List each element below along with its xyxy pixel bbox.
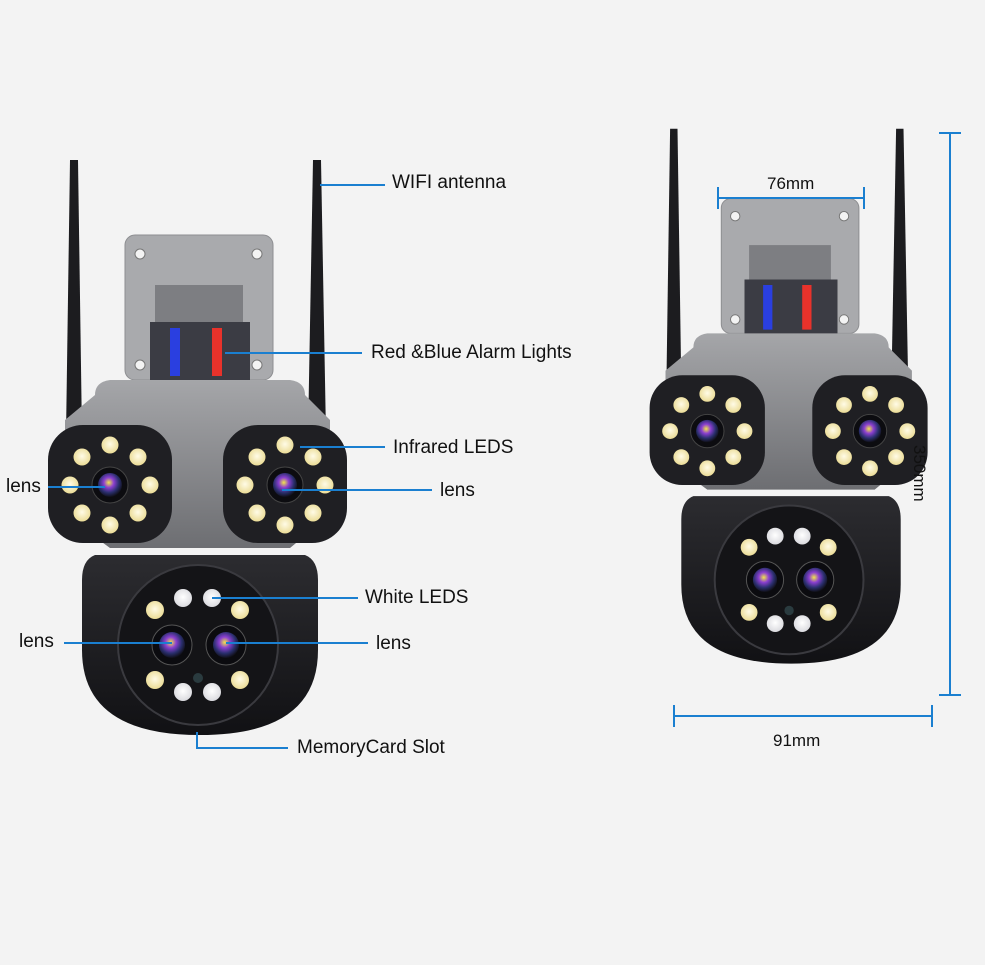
front-white-led-5 [740,604,758,621]
left-lens-pod-infrared-led-3 [736,423,753,439]
left-lens-pod-lens [696,419,719,443]
left-lens-pod-infrared-led-1 [699,386,716,402]
alarm-light-blue [763,285,773,330]
front-white-led-6 [766,615,784,632]
dimension-line-height [939,132,961,696]
front-white-led-1 [740,538,758,556]
right-lens-pod-infrared-led-5 [276,516,294,534]
label-lens-lower-left: lens [19,631,54,652]
mounting-hole-4 [251,359,263,371]
right-camera [649,128,928,664]
mounting-hole-4 [838,314,850,325]
dimension-width-top: 76mm [767,174,815,193]
front-white-led-8 [231,671,249,689]
right-lens-pod-lens [273,473,297,497]
left-lens-pod-infrared-led-2 [129,448,147,466]
left-lens-pod-infrared-led-8 [673,397,690,413]
label-lens-upper-right: lens [440,480,475,501]
label-memory-card-slot: MemoryCard Slot [297,737,445,758]
right-lens-pod-infrared-led-6 [248,504,266,522]
right-lens-pod-infrared-led-8 [248,448,266,466]
label-white-leds: White LEDS [365,587,469,608]
callout-line-memory-card-slot [196,732,288,749]
antenna-right [891,128,909,385]
left-lens-pod-infrared-led-6 [673,449,690,465]
antenna-left [666,128,682,385]
bracket-arm [749,245,831,281]
bracket-arm [155,285,243,323]
mounting-hole-3 [134,359,146,371]
front-white-led-1 [146,601,164,619]
front-white-led-7 [203,683,221,701]
dimension-line-width-bottom [673,705,933,727]
left-lens-pod-infrared-led-5 [101,516,119,534]
right-lens-pod-infrared-led-2 [304,448,322,466]
right-lens-pod-infrared-led-1 [276,436,294,454]
left-camera [48,160,347,735]
front-face [713,504,865,656]
front-white-led-5 [146,671,164,689]
left-lens-pod-infrared-led-2 [725,397,742,413]
right-lens-pod-lens [858,419,882,443]
antenna-left [66,160,82,435]
sensor-dot [784,605,794,616]
alarm-light-red [802,285,812,330]
front-lens-2 [803,567,828,593]
right-lens-pod-infrared-led-8 [836,397,852,413]
front-lens-1 [752,567,778,593]
right-lens-pod-infrared-led-4 [304,504,322,522]
left-lens-pod-infrared-led-7 [662,423,678,439]
label-lens-lower-right: lens [376,633,411,654]
front-white-led-4 [819,538,837,556]
alarm-light-red [212,328,222,376]
dimension-height: 350mm [910,445,929,502]
label-infrared-leds: Infrared LEDS [393,437,514,458]
right-lens-pod-infrared-led-4 [888,449,904,465]
front-white-led-8 [819,604,837,621]
mounting-hole-1 [134,248,146,260]
left-lens-pod-infrared-led-4 [725,449,742,465]
right-lens-pod-infrared-led-3 [899,423,916,439]
front-white-led-2 [766,527,784,545]
label-lens-upper-left: lens [6,476,41,497]
dimension-line-width-top [717,187,865,209]
dimension-width-bottom: 91mm [773,731,821,750]
front-lens-2 [213,632,239,658]
front-lens-1 [159,632,185,658]
right-lens-pod-infrared-led-2 [888,397,904,413]
mounting-hole-3 [730,314,741,325]
sensor-dot [193,673,203,683]
right-lens-pod-infrared-led-7 [236,476,254,494]
front-white-led-3 [793,527,811,545]
right-lens-pod-infrared-led-1 [862,386,878,402]
left-lens-pod-infrared-led-7 [61,476,79,494]
right-lens-pod-infrared-led-6 [836,449,852,465]
alarm-light-housing [744,279,838,336]
left-lens-pod-infrared-led-8 [73,448,91,466]
left-lens-pod-infrared-led-4 [129,504,147,522]
antenna-right [308,160,326,435]
left-lens-pod-infrared-led-5 [699,460,716,477]
mounting-hole-1 [730,211,741,222]
front-white-led-6 [174,683,192,701]
left-lens-pod-infrared-led-6 [73,504,91,522]
right-lens-pod-infrared-led-5 [862,460,878,477]
mounting-hole-2 [251,248,263,260]
front-white-led-7 [793,615,811,632]
label-alarm-lights: Red &Blue Alarm Lights [371,342,572,363]
front-white-led-2 [174,589,192,607]
front-face [117,564,279,726]
mounting-hole-2 [838,211,850,222]
left-lens-pod-infrared-led-1 [101,436,119,454]
label-wifi-antenna: WIFI antenna [392,172,507,193]
left-lens-pod-infrared-led-3 [141,476,159,494]
front-white-led-4 [231,601,249,619]
left-lens-pod-lens [98,473,122,497]
right-lens-pod-infrared-led-7 [825,423,841,439]
alarm-light-blue [170,328,180,376]
